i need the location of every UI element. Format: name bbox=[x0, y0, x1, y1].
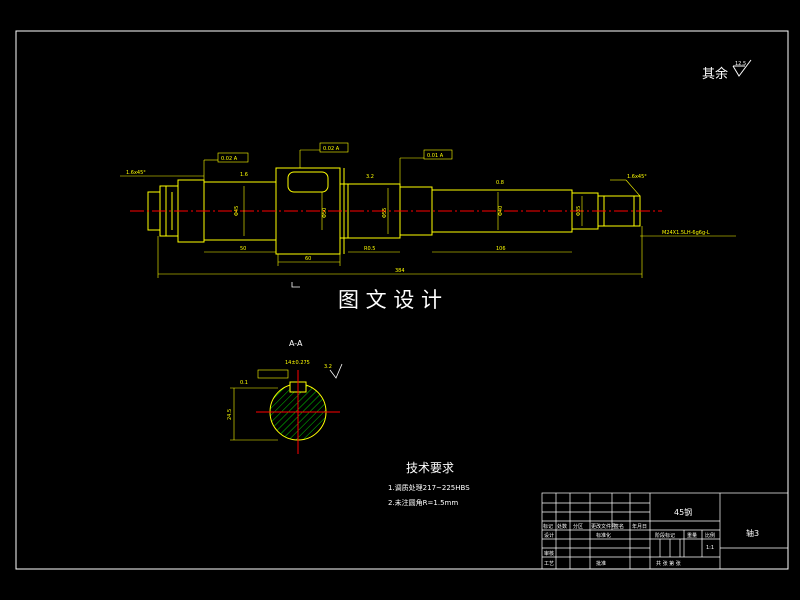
dia-2: Φ50 bbox=[322, 208, 328, 218]
thread-note: M24X1.5LH-6g6g-L bbox=[662, 230, 710, 236]
roughness-b: 3.2 bbox=[366, 174, 374, 180]
row-label-design: 设计 bbox=[544, 532, 554, 539]
roughness-note-value: 12.5 bbox=[735, 61, 746, 67]
section-view bbox=[230, 363, 343, 454]
rev-header-1: 标记 bbox=[543, 523, 553, 530]
dia-5: Φ35 bbox=[576, 206, 582, 216]
title-block bbox=[541, 492, 789, 570]
chamfer-label: R0.5 bbox=[364, 246, 375, 252]
dia-1: Φ45 bbox=[234, 206, 240, 216]
rev-header-6: 年月日 bbox=[632, 523, 647, 530]
tech-requirement-item: 2.未注圆角R=1.5mm bbox=[388, 498, 458, 507]
tolerance-frame-2: 0.02 A bbox=[319, 142, 349, 153]
right-note: 1.6x45° bbox=[627, 174, 647, 180]
section-dim-2: 24.5 bbox=[227, 409, 233, 420]
title-part-name: 轴3 bbox=[746, 528, 759, 538]
scale-value: 1:1 bbox=[706, 545, 714, 551]
dia-4: Φ40 bbox=[498, 206, 504, 216]
roughness-a: 1.6 bbox=[240, 172, 248, 178]
segment-length-3: 106 bbox=[496, 246, 506, 252]
tech-requirement-item: 1.调质处理217~225HBS bbox=[388, 483, 470, 492]
sheet-text: 共 张 第 张 bbox=[656, 560, 681, 567]
segment-length-1: 50 bbox=[240, 246, 246, 252]
title-material: 45钢 bbox=[674, 507, 692, 517]
keyway bbox=[287, 171, 329, 193]
row-label-review: 审核 bbox=[544, 550, 554, 557]
section-label: A-A bbox=[289, 339, 303, 348]
watermark: 图 文 设 计 bbox=[338, 288, 442, 312]
row-label-process: 工艺 bbox=[544, 561, 554, 567]
svg-text:0.02 A: 0.02 A bbox=[323, 146, 340, 152]
stage-label: 阶段标记 bbox=[655, 532, 675, 539]
std-label: 标准化 bbox=[596, 532, 611, 539]
rev-header-4: 更改文件号 bbox=[591, 523, 616, 530]
section-cut-indicator bbox=[291, 282, 300, 288]
section-roughness: 3.2 bbox=[324, 364, 332, 370]
tolerance-frame-3: 0.01 A bbox=[423, 149, 453, 160]
scale-label: 比例 bbox=[705, 532, 715, 539]
weight-label: 重量 bbox=[687, 532, 697, 539]
left-note: 1.6x45° bbox=[126, 170, 146, 176]
svg-text:0.01 A: 0.01 A bbox=[427, 153, 444, 159]
tolerance-frame-1: 0.02 A bbox=[217, 152, 249, 163]
dimension-lines bbox=[120, 149, 736, 278]
overall-length: 384 bbox=[395, 268, 405, 274]
roughness-symbol-icon: 12.5 bbox=[732, 59, 752, 77]
rev-header-2: 处数 bbox=[557, 523, 567, 530]
tech-requirements-title: 技术要求 bbox=[406, 461, 454, 475]
approve-label: 批准 bbox=[596, 560, 606, 567]
rev-header-3: 分区 bbox=[573, 523, 583, 530]
roughness-c: 0.8 bbox=[496, 180, 504, 186]
drawing-border bbox=[15, 30, 789, 570]
section-dim-1: 0.1 bbox=[240, 380, 248, 386]
segment-length-2: 60 bbox=[305, 256, 311, 262]
rev-header-5: 签名 bbox=[614, 523, 624, 530]
dia-3: Φ55 bbox=[382, 208, 388, 218]
roughness-note-label: 其余 bbox=[702, 66, 728, 82]
svg-text:0.02 A: 0.02 A bbox=[221, 156, 238, 162]
section-tolerance: 14±0.275 bbox=[285, 360, 310, 366]
